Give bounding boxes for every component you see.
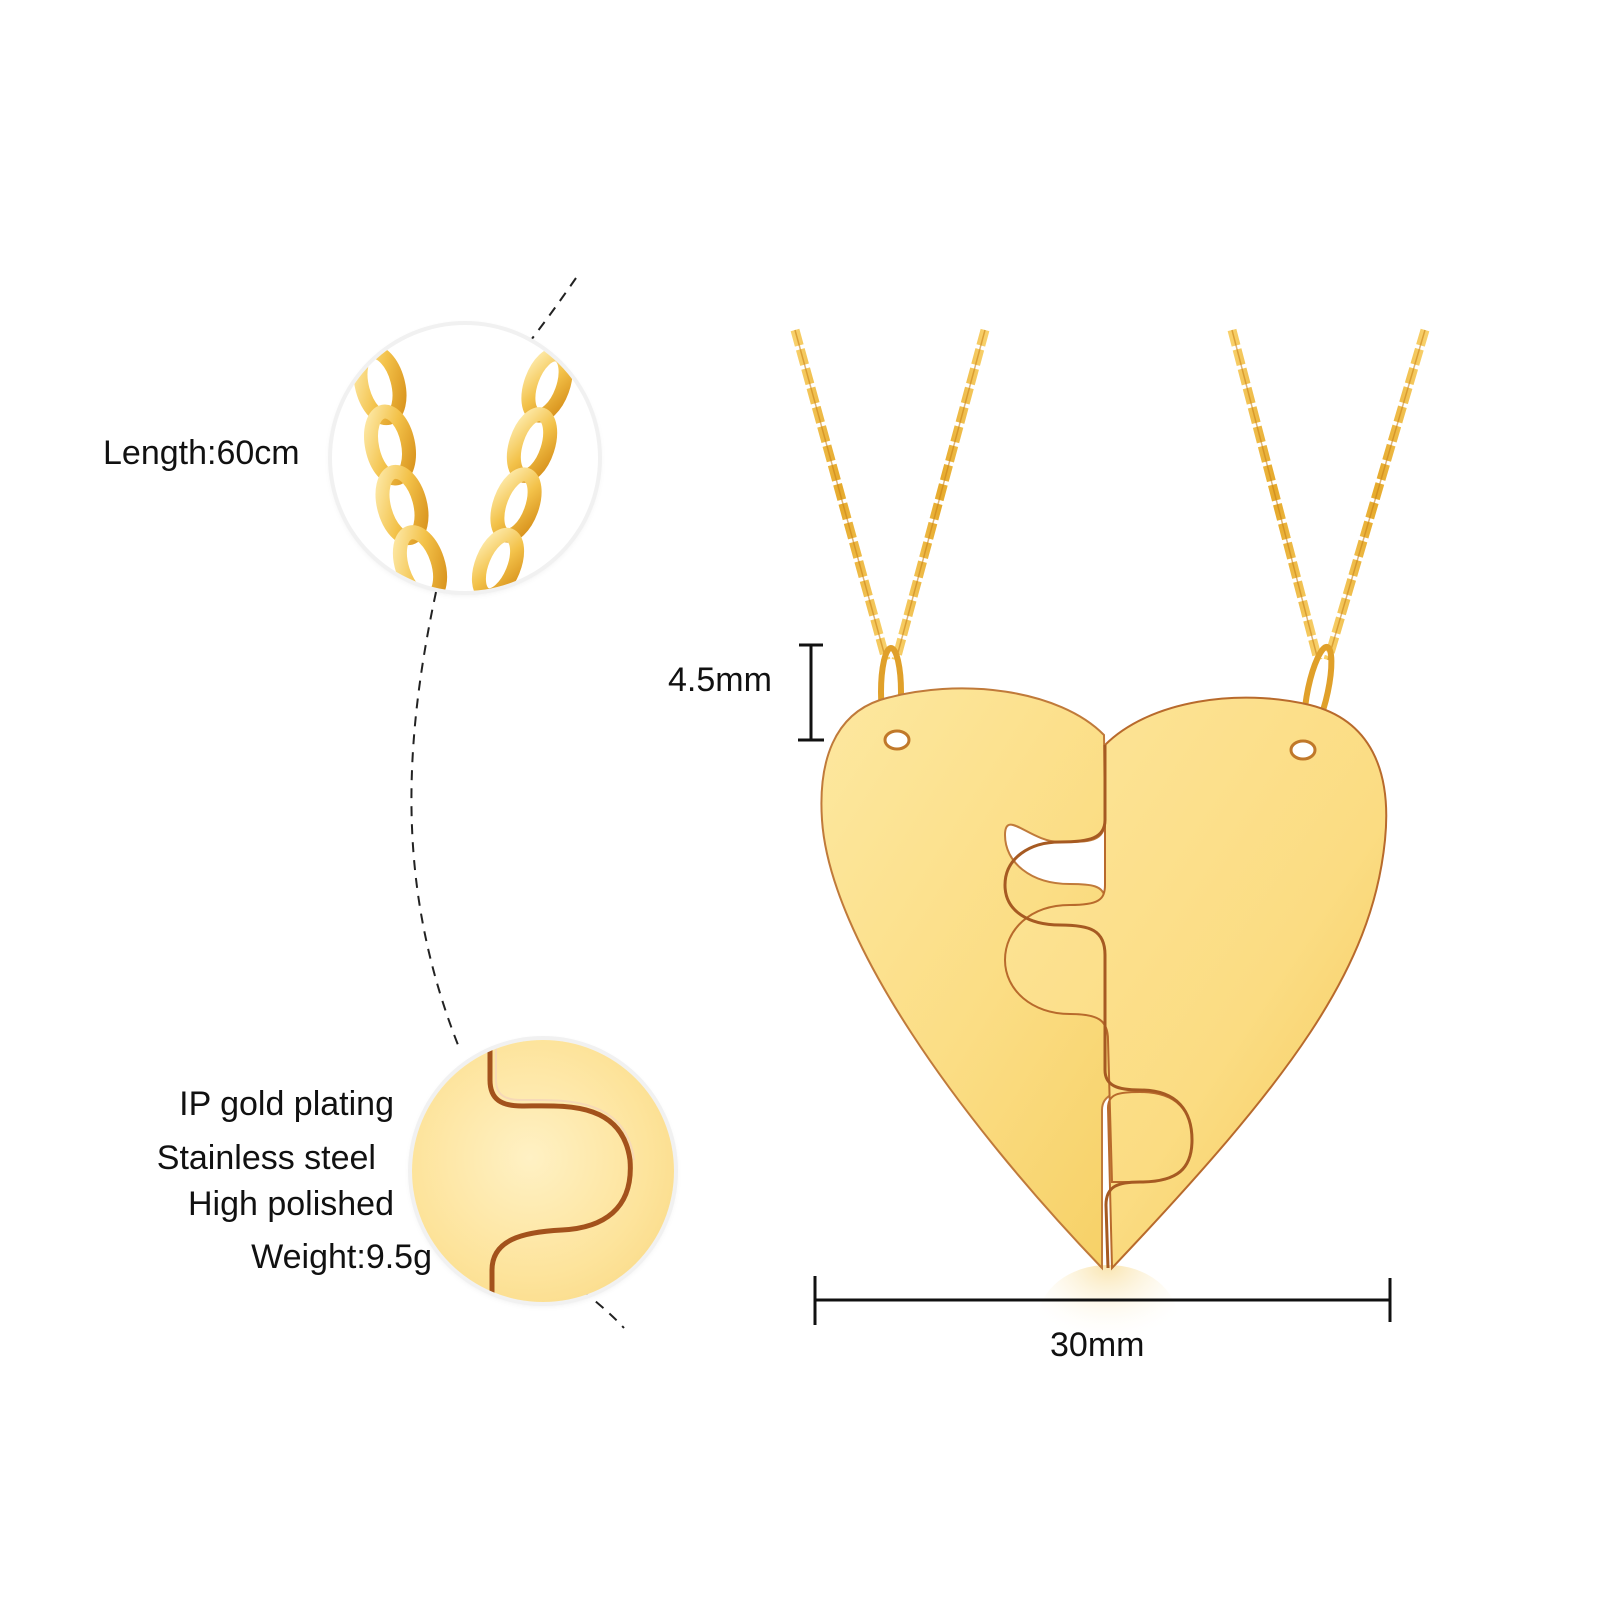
- right-heart-half: [1003, 696, 1388, 1271]
- bail-height-label: 4.5mm: [668, 661, 772, 699]
- left-chain: [790, 328, 990, 662]
- pendant-width-label: 30mm: [1050, 1326, 1145, 1364]
- length-spec: Length:60cm: [103, 434, 300, 472]
- finish-spec: High polished: [187, 1185, 394, 1223]
- bail-height-dimension: [798, 643, 824, 742]
- chain-closeup-icon: [353, 344, 573, 591]
- pendant-width-dimension: [813, 1276, 1392, 1325]
- material-spec: Stainless steel: [156, 1139, 376, 1177]
- chain-detail-circle: [332, 325, 598, 591]
- puzzle-edge-closeup-icon: [487, 1040, 635, 1302]
- puzzle-detail-circle: [412, 1040, 674, 1302]
- weight-spec: Weight:9.5g: [251, 1238, 432, 1276]
- puzzle-seam: [1003, 745, 1194, 1269]
- right-chain: [1227, 328, 1430, 662]
- plating-spec: IP gold plating: [179, 1085, 394, 1123]
